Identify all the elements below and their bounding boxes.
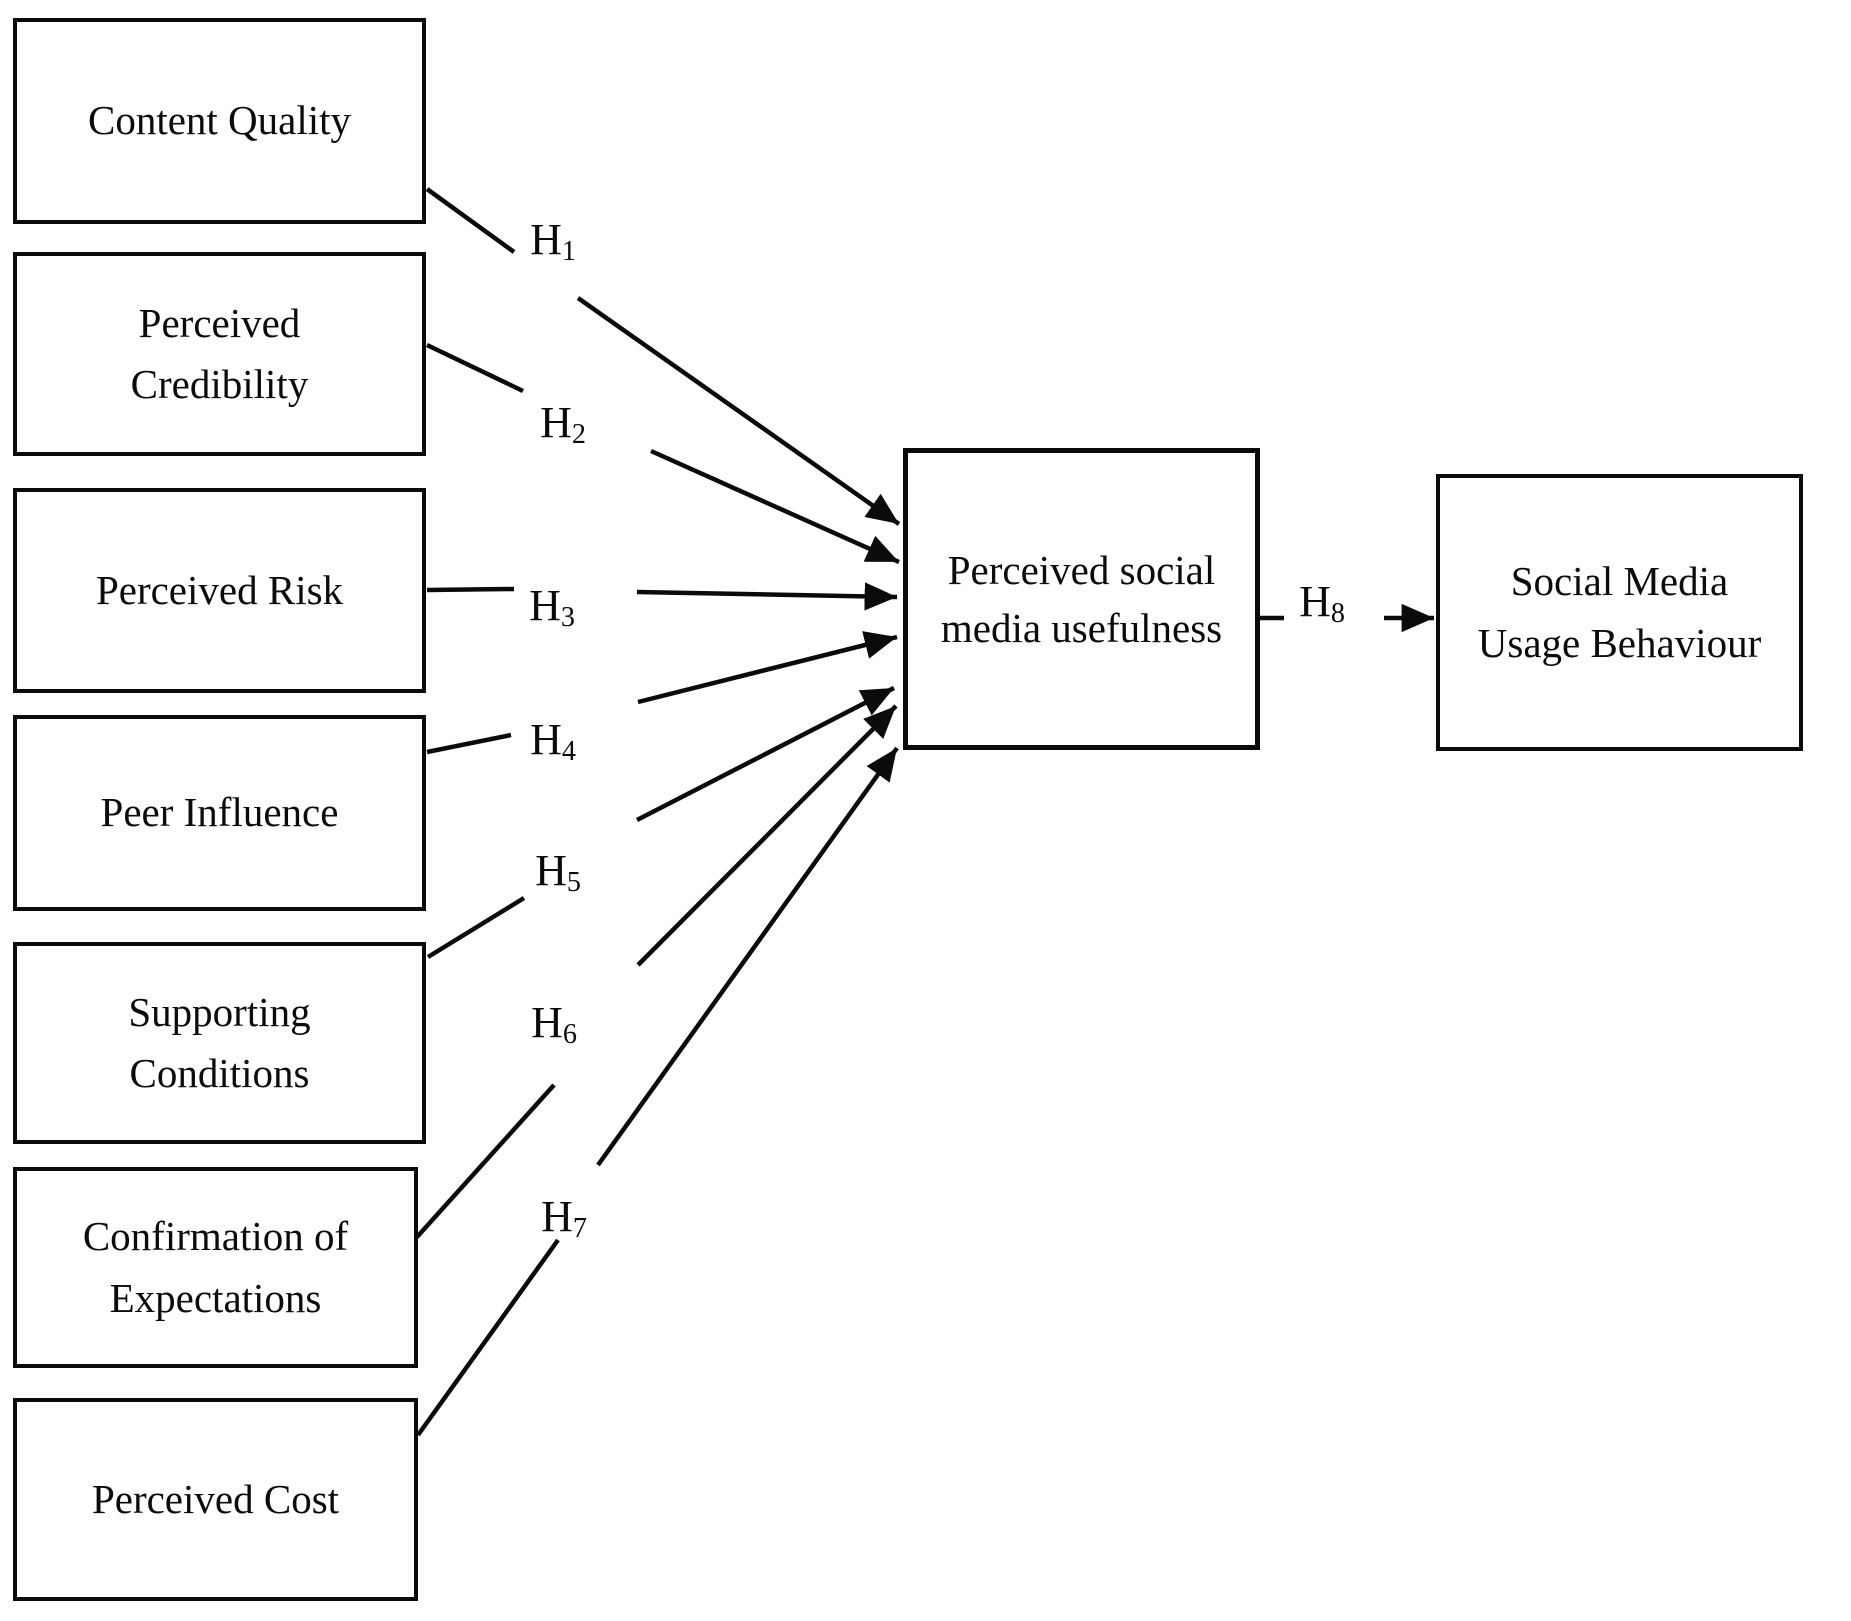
hypothesis-base: H <box>540 398 572 447</box>
edge-h1-arrow <box>576 296 901 526</box>
edge-h3-arrow <box>636 582 898 611</box>
hypothesis-subscript: 2 <box>571 419 586 451</box>
hypothesis-subscript: 7 <box>572 1213 587 1245</box>
edge-h2-arrow <box>650 448 900 565</box>
node-perceived-credibility: Perceived Credibility <box>13 252 426 456</box>
node-perceived-risk: Perceived Risk <box>13 488 426 693</box>
hypothesis-label-h2: H2 <box>540 398 586 449</box>
node-label: Expectations <box>109 1274 322 1321</box>
hypothesis-base: H <box>530 215 562 264</box>
hypothesis-label-h7: H7 <box>541 1192 587 1243</box>
node-label: Conditions <box>129 1050 310 1096</box>
node-peer-influence: Peer Influence <box>13 715 426 911</box>
edge-h2-stub <box>426 342 524 394</box>
node-perceived-cost: Perceived Cost <box>13 1398 418 1601</box>
node-label: Content Quality <box>87 97 352 144</box>
edge-h4-arrow <box>637 631 898 705</box>
node-label: Usage Behaviour <box>1477 619 1762 666</box>
edge-h4-stub <box>426 732 512 755</box>
node-supporting-conditions: Supporting Conditions <box>13 942 426 1144</box>
hypothesis-label-h8: H8 <box>1299 577 1345 628</box>
hypothesis-label-h6: H6 <box>531 998 577 1049</box>
hypothesis-subscript: 6 <box>562 1019 577 1051</box>
hypothesis-subscript: 8 <box>1330 598 1345 630</box>
node-label: Confirmation of <box>82 1213 349 1259</box>
node-label: Supporting <box>128 988 311 1035</box>
edge-h5-arrow <box>635 685 896 823</box>
node-label: Perceived Risk <box>95 566 344 613</box>
edge-h3-stub <box>426 586 515 593</box>
hypothesis-label-h4: H4 <box>530 715 576 766</box>
node-label: Perceived <box>138 299 301 346</box>
edge-h6-arrow <box>636 704 898 967</box>
hypothesis-subscript: 5 <box>566 867 581 899</box>
hypothesis-base: H <box>530 715 562 764</box>
edge-h1-stub <box>425 187 516 254</box>
edge-h7-arrow <box>596 746 899 1167</box>
hypothesis-subscript: 1 <box>561 236 576 268</box>
edge-h5-stub <box>426 896 526 959</box>
hypothesis-base: H <box>529 581 561 630</box>
hypothesis-label-h3: H3 <box>529 581 575 632</box>
node-label: Social Media <box>1510 558 1729 604</box>
hypothesis-base: H <box>1299 577 1331 626</box>
hypothesis-base: H <box>541 1192 573 1241</box>
node-social-media-usage-behaviour: Social Media Usage Behaviour <box>1436 474 1803 751</box>
node-label: Perceived social <box>947 546 1216 593</box>
node-confirmation-of-expectations: Confirmation of Expectations <box>13 1167 418 1368</box>
edge-h7-stub <box>416 1238 560 1437</box>
hypothesis-base: H <box>535 846 567 895</box>
node-content-quality: Content Quality <box>13 18 426 224</box>
node-label: media usefulness <box>940 605 1223 651</box>
node-label: Perceived Cost <box>91 1475 340 1522</box>
hypothesis-label-h1: H1 <box>530 215 576 266</box>
node-label: Peer Influence <box>100 789 339 836</box>
hypothesis-subscript: 3 <box>560 602 575 634</box>
hypothesis-subscript: 4 <box>561 736 576 768</box>
hypothesis-base: H <box>531 998 563 1047</box>
node-perceived-social-media-usefulness: Perceived social media usefulness <box>903 448 1260 750</box>
edge-h6-stub <box>415 1083 556 1239</box>
hypothesis-label-h5: H5 <box>535 846 581 897</box>
node-label: Credibility <box>130 361 309 407</box>
